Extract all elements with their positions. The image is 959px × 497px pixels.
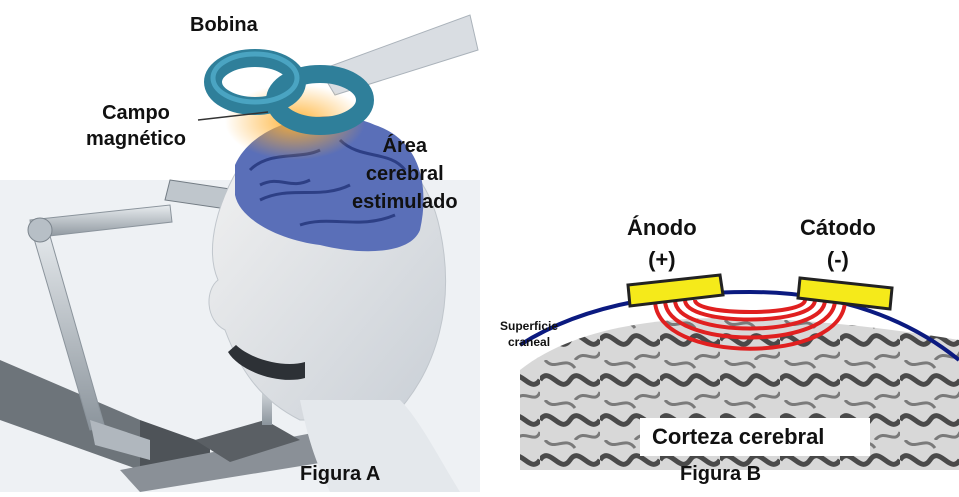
magnetic-field-line1: Campo xyxy=(86,100,186,126)
anode-sign: (+) xyxy=(627,244,697,276)
cortex-label: Corteza cerebral xyxy=(652,424,824,450)
cathode-label: Cátodo (-) xyxy=(800,212,876,276)
cathode-name: Cátodo xyxy=(800,212,876,244)
stimulated-area-line2: cerebral xyxy=(352,160,458,188)
skull-surface-label: Superficie craneal xyxy=(500,318,558,350)
magnetic-field-line2: magnético xyxy=(86,126,186,152)
tdcs-illustration xyxy=(480,0,959,492)
figure-a-tms: Bobina Campo magnético Área cerebral est… xyxy=(0,0,480,492)
magnetic-field-label: Campo magnético xyxy=(86,100,186,152)
coil-label: Bobina xyxy=(190,14,258,37)
anode-electrode xyxy=(628,275,723,306)
skull-surface-line1: Superficie xyxy=(500,318,558,334)
skull-surface-line2: craneal xyxy=(500,334,558,350)
stimulated-area-line3: estimulado xyxy=(352,188,458,216)
anode-name: Ánodo xyxy=(627,212,697,244)
figure-a-caption: Figura A xyxy=(300,463,380,486)
stimulated-area-line1: Área xyxy=(352,132,458,160)
anode-label: Ánodo (+) xyxy=(627,212,697,276)
stimulated-area-label: Área cerebral estimulado xyxy=(352,132,458,216)
current-arc xyxy=(685,300,815,320)
figure-b-tdcs: Ánodo (+) Cátodo (-) Superficie craneal … xyxy=(480,0,959,492)
figure-b-caption: Figura B xyxy=(680,463,761,486)
tms-illustration xyxy=(0,0,480,492)
arm-joint xyxy=(28,218,52,242)
cathode-sign: (-) xyxy=(800,244,876,276)
current-arc xyxy=(695,300,805,312)
